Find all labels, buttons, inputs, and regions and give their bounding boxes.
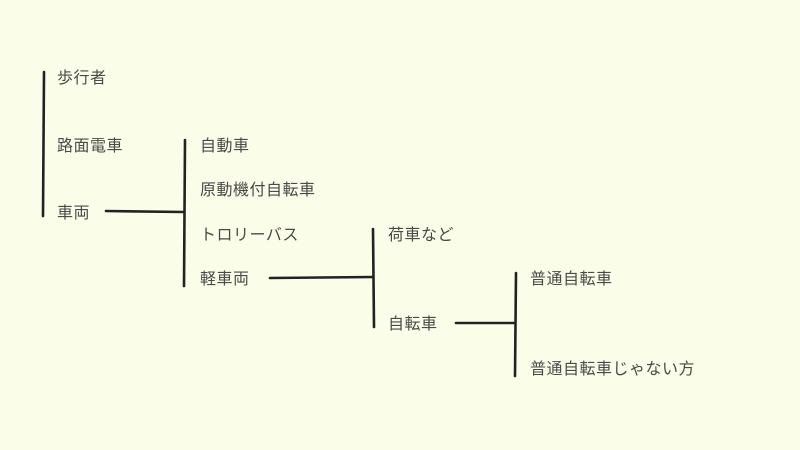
node-vehicle: 車両	[57, 203, 91, 222]
node-moped: 原動機付自転車	[200, 180, 316, 199]
node-standard-bicycle: 普通自転車	[530, 269, 613, 288]
root-bracket	[41, 70, 46, 218]
node-pedestrian: 歩行者	[57, 68, 107, 87]
light-vehicle-connector	[268, 275, 375, 280]
node-automobile: 自動車	[200, 136, 250, 155]
node-non-standard-bicycle: 普通自転車じゃない方	[530, 359, 696, 378]
light-vehicle-bracket	[371, 227, 376, 329]
node-carts: 荷車など	[388, 225, 455, 244]
node-light-vehicle: 軽車両	[200, 269, 250, 288]
bicycle-bracket	[513, 271, 518, 378]
vehicle-bracket	[182, 138, 187, 288]
node-trolleybus: トロリーバス	[200, 225, 299, 244]
vehicle-connector	[104, 209, 186, 214]
node-bicycle: 自転車	[388, 314, 438, 333]
node-streetcar: 路面電車	[57, 136, 124, 155]
